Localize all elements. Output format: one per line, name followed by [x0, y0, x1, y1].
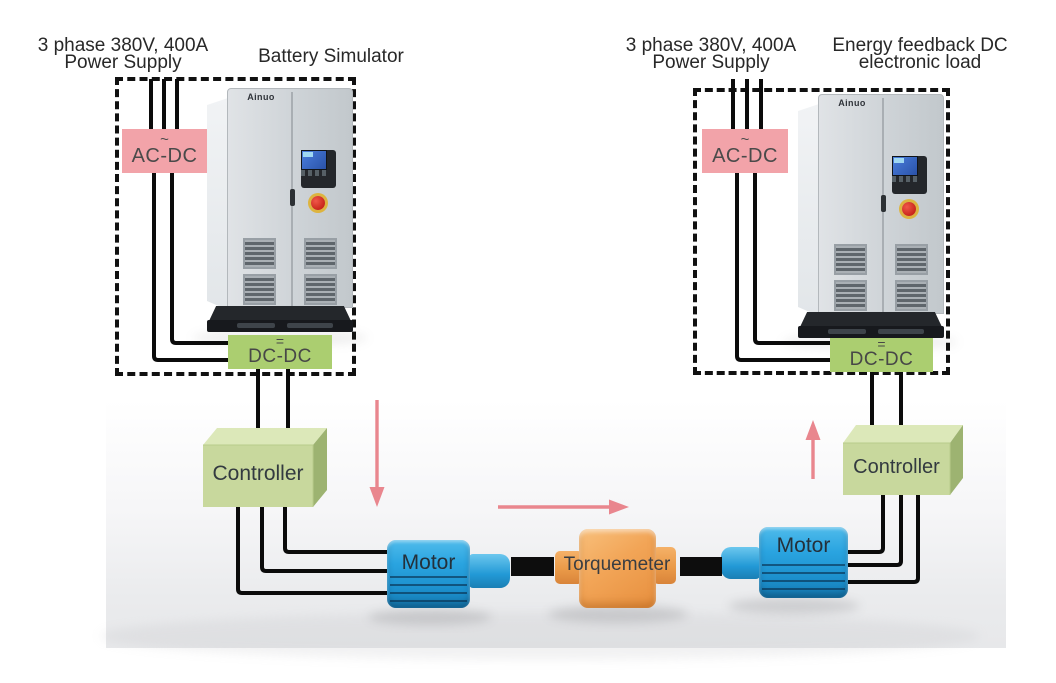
power-wires	[149, 79, 920, 595]
cabinet-vent	[895, 280, 928, 311]
cabinet-door-handle	[290, 189, 295, 206]
acdc-converter-left: ~ AC-DC	[122, 129, 207, 173]
controller-box-right	[843, 425, 963, 495]
motor-label-right: Motor	[776, 534, 831, 557]
right-supply-line2: Power Supply	[652, 52, 770, 73]
cabinet-vent	[243, 274, 276, 305]
controller-label-right: Controller	[853, 456, 940, 478]
power-flow-arrows	[369, 400, 821, 515]
torquemeter-label: Torquemeter	[563, 554, 671, 575]
dc-symbol: =	[275, 333, 285, 349]
cabinet-plinth	[798, 326, 944, 338]
left-supply-line2: Power Supply	[64, 52, 182, 73]
shaft-coupling-left	[511, 557, 554, 576]
electronic-load-cabinet: Ainuo	[798, 92, 944, 340]
cabinet-control-panel	[301, 150, 336, 188]
motor-fins	[762, 558, 845, 595]
motor-shaft-left	[469, 554, 510, 588]
arrow-up-icon	[805, 420, 821, 479]
motor-fins	[390, 570, 467, 605]
cabinet-side-panel	[207, 98, 228, 310]
ac-symbol: ~	[740, 131, 750, 148]
acdc-converter-right: ~ AC-DC	[702, 129, 788, 173]
cabinet-vent	[304, 238, 337, 269]
torquemeter-boss-right	[653, 547, 676, 584]
motor-label-left: Motor	[401, 551, 456, 574]
torquemeter-boss-left	[555, 551, 583, 584]
torquemeter	[579, 529, 656, 608]
left-supply-title: 3 phase 380V, 400A Power Supply	[23, 35, 223, 73]
cabinet-touchscreen	[301, 150, 327, 170]
controller-label-left: Controller	[212, 462, 304, 485]
dcdc-label: DC-DC	[849, 349, 914, 370]
cabinet-plinth	[207, 320, 353, 332]
emergency-stop-button	[902, 202, 916, 216]
cabinet-side-panel	[798, 104, 819, 316]
cabinet-brand-label: Ainuo	[247, 92, 275, 102]
cabinet-vent	[834, 280, 867, 311]
dcdc-converter-right: = DC-DC	[830, 336, 933, 372]
cabinet-vent	[243, 238, 276, 269]
dc-symbol: =	[877, 336, 886, 352]
controller-box-left	[203, 428, 327, 507]
cabinet-brand-label: Ainuo	[838, 98, 866, 108]
electronic-load-boundary-box	[693, 88, 950, 375]
emergency-stop-button	[311, 196, 325, 210]
battery-simulator-title: Battery Simulator	[258, 46, 404, 67]
motor-shaft-right	[721, 547, 760, 579]
cabinet-door-handle	[881, 195, 886, 212]
energy-load-line1: Energy feedback DC	[832, 35, 1008, 56]
arrow-down-icon	[369, 400, 385, 507]
drive-motor	[387, 540, 470, 608]
acdc-label: AC-DC	[131, 145, 198, 167]
load-motor	[759, 527, 848, 598]
arrow-right-icon	[498, 499, 629, 515]
cabinet-panel-buttons	[892, 176, 919, 182]
battery-simulator-boundary-box	[115, 77, 356, 376]
right-supply-title: 3 phase 380V, 400A Power Supply	[611, 35, 811, 73]
right-supply-line1: 3 phase 380V, 400A	[625, 35, 797, 56]
cabinet-vent	[304, 274, 337, 305]
cabinet-panel-buttons	[301, 170, 328, 176]
dcdc-label: DC-DC	[248, 346, 312, 367]
dcdc-converter-left: = DC-DC	[228, 333, 332, 369]
energy-load-line2: electronic load	[858, 52, 982, 73]
cabinet-vent	[834, 244, 867, 275]
cabinet-vent	[895, 244, 928, 275]
ac-symbol: ~	[160, 131, 169, 148]
cabinet-base	[209, 306, 351, 321]
cabinet-base	[800, 312, 942, 327]
energy-load-title: Energy feedback DC electronic load	[820, 35, 1020, 73]
cabinet-control-panel	[892, 156, 927, 194]
left-supply-line1: 3 phase 380V, 400A	[37, 35, 209, 56]
battery-simulator-cabinet: Ainuo	[207, 86, 353, 334]
acdc-label: AC-DC	[712, 145, 778, 167]
cabinet-touchscreen	[892, 156, 918, 176]
shaft-coupling-right	[680, 557, 722, 576]
